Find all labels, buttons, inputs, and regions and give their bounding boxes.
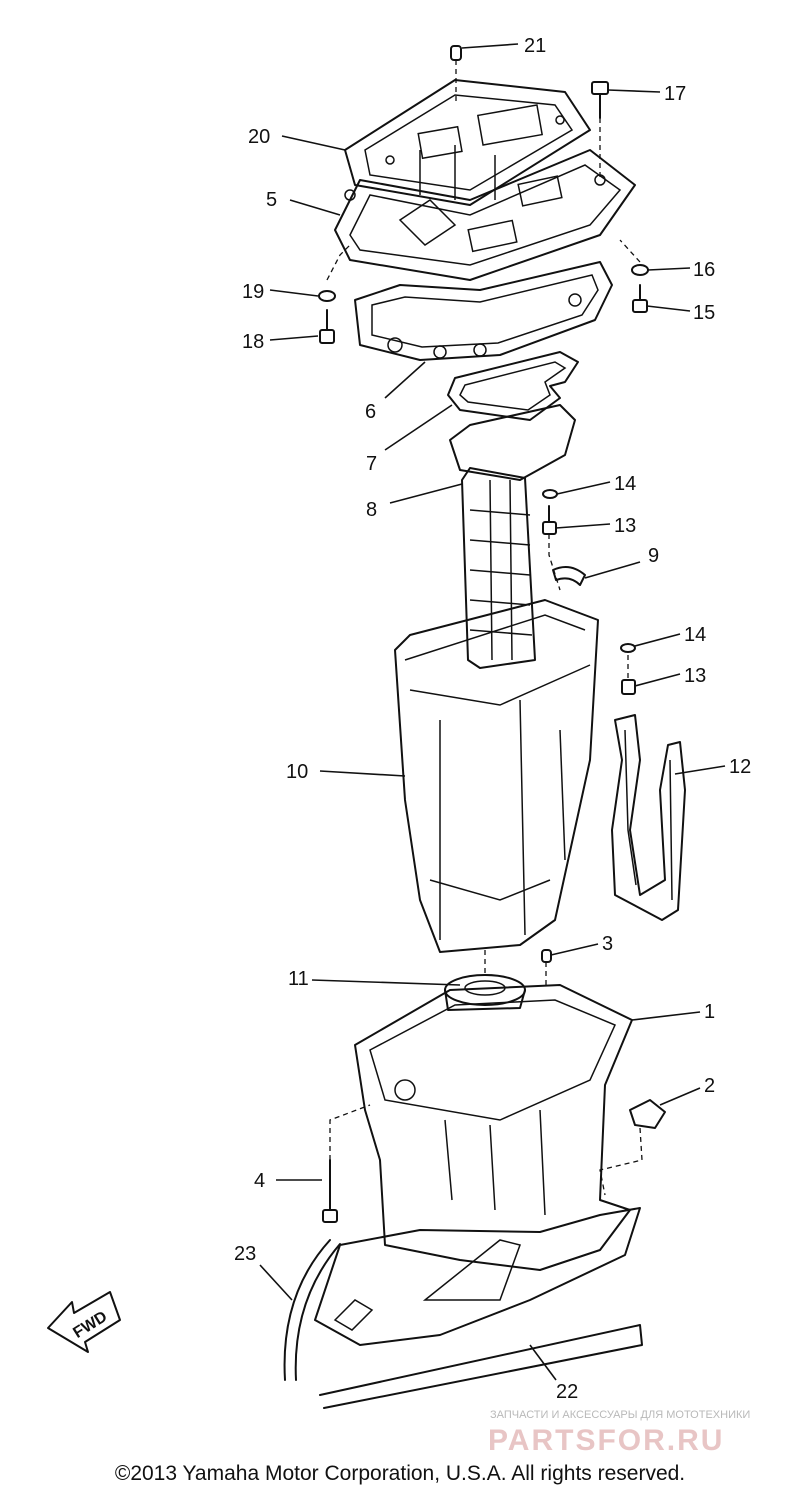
part-5-exhaust-guide <box>334 145 636 281</box>
part-1-lower-casing <box>354 984 633 1271</box>
assembly-dashed-lines <box>326 60 643 1196</box>
callout-10: 10 <box>286 761 308 783</box>
part-10-upper-casing <box>394 599 599 953</box>
callout-14-lower: 14 <box>684 624 706 646</box>
callout-4: 4 <box>254 1170 265 1192</box>
callout-labels: 21 17 20 5 16 19 15 18 6 7 8 14 13 9 14 … <box>234 35 751 1403</box>
callout-8: 8 <box>366 499 377 521</box>
fwd-arrow-icon: FWD <box>47 1291 121 1353</box>
hardware-bolts-washers <box>318 45 666 1223</box>
callout-23: 23 <box>234 1243 256 1265</box>
callout-13-lower: 13 <box>684 665 706 687</box>
fwd-label: FWD <box>70 1308 110 1342</box>
callout-3: 3 <box>602 933 613 955</box>
part-8-exhaust-manifold <box>449 404 576 669</box>
callout-2: 2 <box>704 1075 715 1097</box>
callout-15: 15 <box>693 302 715 324</box>
callout-13-upper: 13 <box>614 515 636 537</box>
callout-9: 9 <box>648 545 659 567</box>
callout-6: 6 <box>365 401 376 423</box>
callout-1: 1 <box>704 1001 715 1023</box>
callout-18: 18 <box>242 331 264 353</box>
part-7-gasket <box>447 351 579 421</box>
part-23-trim-strip <box>283 1239 341 1381</box>
watermark-tagline: ЗАПЧАСТИ И АКСЕССУАРЫ ДЛЯ МОТОТЕХНИКИ <box>490 1409 750 1421</box>
callout-14-upper: 14 <box>614 473 636 495</box>
callout-5: 5 <box>266 189 277 211</box>
callout-22: 22 <box>556 1381 578 1403</box>
callout-21: 21 <box>524 35 546 57</box>
copyright-notice: ©2013 Yamaha Motor Corporation, U.S.A. A… <box>114 1462 686 1485</box>
callout-20: 20 <box>248 126 270 148</box>
callout-11: 11 <box>288 968 309 990</box>
callout-17: 17 <box>664 83 686 105</box>
callout-16: 16 <box>693 259 715 281</box>
part-6-gasket <box>354 261 613 361</box>
leader-lines <box>259 43 726 1381</box>
part-22-anti-cavitation-plate <box>314 1207 643 1409</box>
part-12-grommet <box>611 714 686 921</box>
callout-7: 7 <box>366 453 377 475</box>
callout-12: 12 <box>729 756 751 778</box>
watermark: ЗАПЧАСТИ И АКСЕССУАРЫ ДЛЯ МОТОТЕХНИКИ PA… <box>488 1409 750 1457</box>
watermark-brand: PARTSFOR.RU <box>488 1424 724 1457</box>
callout-19: 19 <box>242 281 264 303</box>
part-20-gasket <box>344 79 591 206</box>
